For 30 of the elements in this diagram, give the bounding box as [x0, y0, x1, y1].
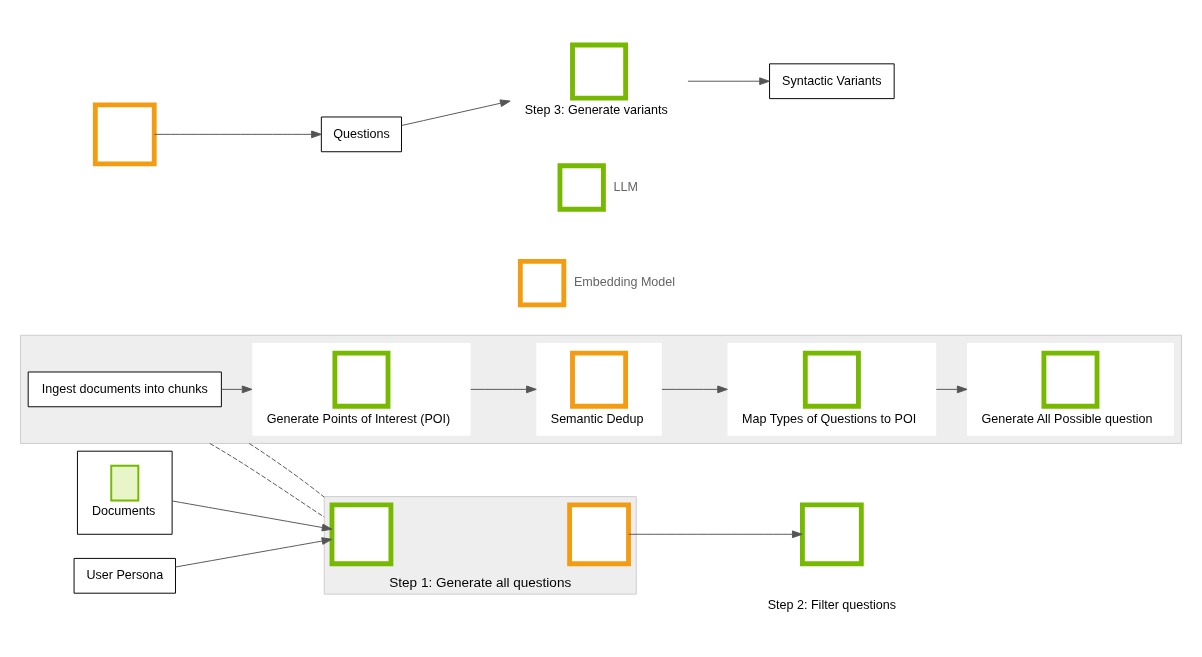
label: Step 2: Filter questions — [767, 597, 897, 612]
legend-label: Embedding Model — [573, 274, 676, 289]
arrow — [171, 499, 333, 531]
node-box — [800, 501, 864, 566]
node-label: Step 3: Generate variants — [524, 102, 668, 117]
arrow — [470, 385, 537, 393]
node-box: Generate Points of Interest (POI) — [252, 342, 471, 436]
arrow — [935, 385, 968, 393]
node-box — [329, 501, 394, 566]
node-box: Documents — [76, 450, 173, 535]
arrow — [221, 385, 253, 393]
connector — [209, 442, 325, 518]
node-box: User Persona — [73, 557, 176, 594]
node-box: Semantic Dedup — [536, 342, 662, 436]
node-box: Syntactic Variants — [769, 62, 895, 99]
cluster — [19, 334, 1183, 444]
arrow — [628, 529, 803, 538]
arrow — [401, 98, 511, 126]
arrow — [661, 385, 728, 393]
arrow — [175, 536, 333, 567]
arrow — [154, 130, 322, 138]
node-box — [567, 501, 631, 566]
connector — [248, 442, 325, 498]
node-box — [92, 102, 157, 166]
node-box: Map Types of Questions to POI — [727, 342, 937, 436]
node-box: Generate All Possible question — [967, 342, 1174, 436]
node-box: Ingest documents into chunks — [27, 371, 222, 407]
arrow — [687, 76, 770, 85]
node-box: Questions — [320, 116, 402, 152]
legend-label: LLM — [613, 179, 638, 194]
